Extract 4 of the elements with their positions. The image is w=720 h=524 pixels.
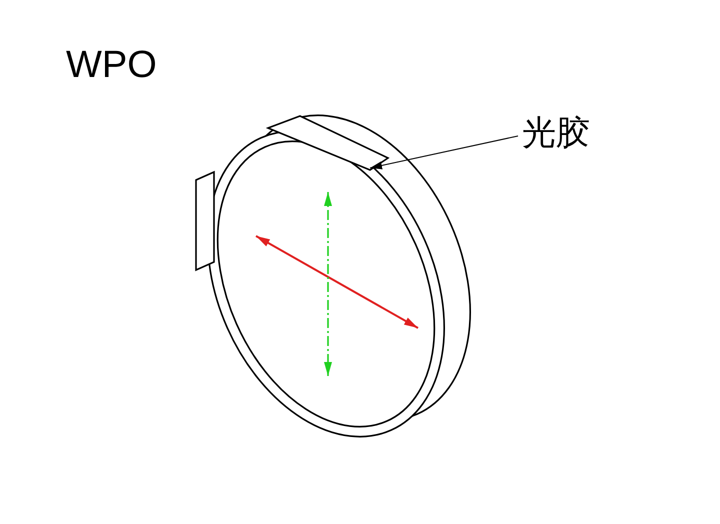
title: WPO [66,44,157,87]
callout-label: 光胶 [522,116,590,150]
leader-line [370,136,518,170]
cemented-face [266,115,390,171]
